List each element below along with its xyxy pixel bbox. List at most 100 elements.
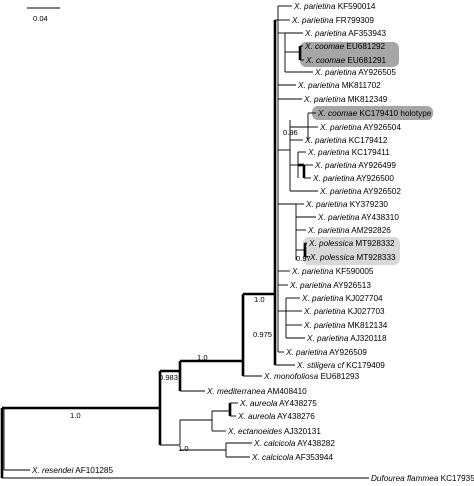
- taxon-accession: AJ320131: [282, 427, 321, 436]
- taxon-accession: AF353943: [346, 29, 386, 38]
- support-value: 1.0: [70, 411, 81, 420]
- taxon-label: X. monofoliosa EU681293: [263, 372, 360, 381]
- taxon-genus: X. coomae: [317, 109, 358, 118]
- taxon-label: X. parietina KC179411: [307, 148, 390, 157]
- taxon-label: X. parietina KF590005: [291, 267, 374, 276]
- taxon-label: X. parietina AF353943: [304, 29, 386, 38]
- taxon-genus: X. parietina: [317, 213, 360, 222]
- taxon-genus: X. parietina: [307, 226, 350, 235]
- taxon-accession: AY438275: [277, 399, 317, 408]
- taxon-label: X. parietina AY926509: [285, 348, 367, 357]
- taxon-label: X. ectanoeides AJ320131: [227, 427, 321, 436]
- taxon-genus: X. calcicola: [253, 439, 296, 448]
- taxon-label: X. parietina AY926500: [312, 174, 394, 183]
- taxon-label: X. parietina AY926499: [314, 161, 396, 170]
- taxon-accession: MK811702: [339, 81, 381, 90]
- taxon-label: X. parietina MK812134: [303, 321, 388, 330]
- taxon-label: X. coomae EU681292: [304, 42, 386, 51]
- taxon-label: X. parietina AY926504: [319, 123, 401, 132]
- taxon-genus: X. parietina: [312, 174, 355, 183]
- taxon-genus: X. parietina: [304, 29, 347, 38]
- taxon-genus: X. parietina: [305, 200, 348, 209]
- taxon-label: X. calcicola AY438282: [253, 439, 335, 448]
- taxon-genus: X. aureola: [237, 412, 276, 421]
- taxon-genus: X. parietina: [301, 294, 344, 303]
- support-value: 0.983: [159, 373, 178, 382]
- taxon-label: X. parietina KC179412: [304, 136, 388, 145]
- taxon-accession: MT928332: [353, 239, 395, 248]
- support-value: 1.0: [178, 444, 189, 453]
- taxon-genus: X. polessica: [309, 253, 355, 262]
- highlight-box-polessica: [303, 237, 400, 265]
- taxon-accession: AY926500: [354, 174, 394, 183]
- taxon-genus: X. parietina: [304, 136, 347, 145]
- taxon-accession: KC179410 holotype: [357, 109, 432, 118]
- taxon-label: X. parietina AY438310: [317, 213, 399, 222]
- taxon-accession: MK812134: [345, 321, 387, 330]
- taxon-genus: X. parietina: [314, 161, 357, 170]
- taxon-accession: KY379230: [347, 200, 388, 209]
- taxon-genus: X. parietina: [303, 95, 346, 104]
- taxon-genus: X. calcicola: [251, 453, 294, 462]
- support-value: 0.97: [296, 254, 311, 263]
- taxon-accession: AY438310: [359, 213, 399, 222]
- taxon-genus: X. resendei: [31, 466, 74, 475]
- taxon-label: X. resendei AF101285: [31, 466, 113, 475]
- taxon-accession: KF590014: [335, 2, 376, 11]
- taxon-accession: KC179412: [346, 136, 387, 145]
- taxon-accession: EU681293: [318, 372, 359, 381]
- taxon-accession: EU681291: [345, 56, 386, 65]
- taxon-accession: MT928333: [354, 253, 396, 262]
- taxon-label: X. calcicola AF353944: [251, 453, 333, 462]
- taxon-label: X. parietina KJ027704: [301, 294, 383, 303]
- taxon-genus: X. stiligera cf: [296, 361, 345, 370]
- support-value: 1.0: [254, 295, 265, 304]
- taxon-genus: X. parietina: [306, 334, 349, 343]
- taxon-genus: X. monofoliosa: [263, 372, 319, 381]
- taxon-label: X. parietina MK811702: [297, 81, 381, 90]
- taxon-accession: KF590005: [333, 267, 374, 276]
- taxon-label: X. polessica MT928332: [308, 239, 395, 248]
- taxon-genus: X. coomae: [305, 56, 346, 65]
- taxon-label: X. mediterranea AM408410: [206, 387, 307, 396]
- taxon-label: X. parietina AM292826: [307, 226, 391, 235]
- taxon-label: X. parietina AY926513: [289, 281, 371, 290]
- taxon-label: X. parietina AJ320118: [306, 334, 387, 343]
- taxon-genus: X. parietina: [285, 348, 328, 357]
- taxon-accession: AY926509: [327, 348, 367, 357]
- highlight-box-coomae: [300, 42, 399, 67]
- taxon-label: X. coomae EU681291: [305, 56, 387, 65]
- taxon-label: X. parietina FR799309: [291, 16, 374, 25]
- taxon-genus: X. coomae: [304, 42, 345, 51]
- taxon-accession: AF353944: [293, 453, 333, 462]
- taxon-accession: AY926502: [361, 187, 401, 196]
- taxon-accession: AY438282: [295, 439, 335, 448]
- taxon-label: X. parietina KF590014: [293, 2, 376, 11]
- taxon-accession: AM408410: [265, 387, 307, 396]
- taxon-genus: X. mediterranea: [206, 387, 266, 396]
- taxon-accession: AJ320118: [348, 334, 387, 343]
- taxon-accession: KC179411: [349, 148, 390, 157]
- taxon-label: X. parietina KY379230: [305, 200, 388, 209]
- scale-bar-label: 0.04: [33, 14, 48, 23]
- taxon-accession: KJ027703: [345, 307, 385, 316]
- taxon-genus: X. parietina: [319, 187, 362, 196]
- taxon-genus: X. parietina: [319, 123, 362, 132]
- taxon-label: X. aureola AY438276: [237, 412, 315, 421]
- taxon-accession: AF101285: [73, 466, 113, 475]
- highlight-box-coomae-holotype: [312, 106, 433, 120]
- taxon-label: X. stiligera cf KC179409: [296, 361, 385, 370]
- taxon-label: Dufourea flammea KC179357: [371, 474, 474, 483]
- taxon-accession: AY926499: [356, 161, 396, 170]
- taxon-genus: X. parietina: [303, 307, 346, 316]
- taxon-accession: FR799309: [333, 16, 374, 25]
- taxon-genus: X. aureola: [239, 399, 278, 408]
- taxon-accession: AM292826: [349, 226, 391, 235]
- taxon-accession: AY438276: [275, 412, 315, 421]
- taxon-genus: X. parietina: [297, 81, 340, 90]
- support-value: 0.975: [253, 330, 272, 339]
- taxon-genus: X. parietina: [291, 267, 334, 276]
- taxon-accession: EU681292: [344, 42, 385, 51]
